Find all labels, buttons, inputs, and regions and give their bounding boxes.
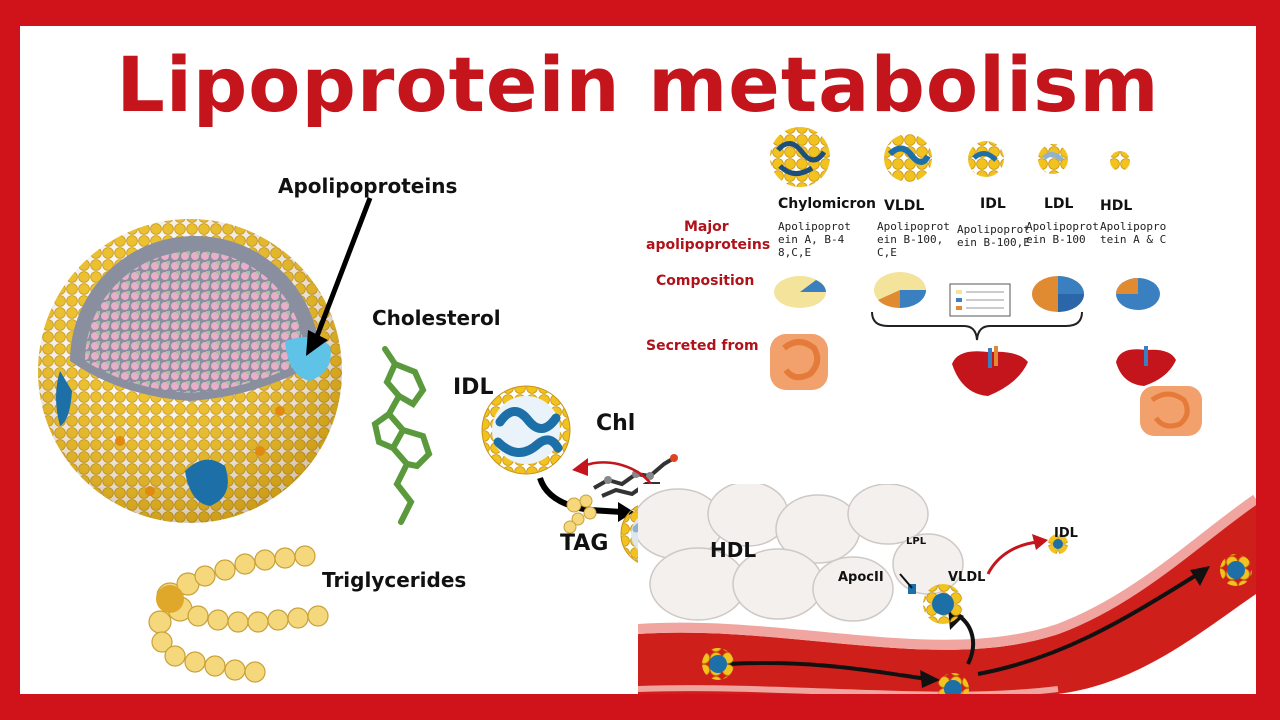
liver-icon <box>952 346 1028 396</box>
lpl-label: LPL <box>906 536 927 547</box>
composition-pie-charts <box>774 272 1160 317</box>
lipoprotein-size-comparison-icons <box>770 127 1130 187</box>
secreted-from-label: Secreted from <box>646 338 759 354</box>
class-vldl-label: VLDL <box>884 198 925 214</box>
liver-and-intestine-icon <box>1116 346 1202 436</box>
triglycerides-label: Triglycerides <box>322 568 467 592</box>
class-chylomicron-label: Chylomicron <box>778 196 876 212</box>
apolipoprotein-pointer-arrow <box>306 197 373 356</box>
triglyceride-molecule-icon <box>148 545 329 683</box>
tag-label: TAG <box>560 531 609 556</box>
idl-product-label: IDL <box>1054 526 1078 541</box>
hdl-label: HDL <box>710 538 757 562</box>
chylomicron-apolipoproteins: Apolipoprotein A, B-48,C,E <box>778 220 851 259</box>
page-title: Lipoprotein metabolism <box>116 40 1160 129</box>
blood-vessel-illustration <box>638 484 1256 694</box>
composition-label: Composition <box>656 273 755 289</box>
intestine-icon <box>770 334 828 390</box>
ldl-apolipoproteins: Apolipoprotein B-100 <box>1026 220 1099 246</box>
idl-particle-icon <box>481 385 571 475</box>
apolipoproteins-label: Apolipoproteins <box>278 174 458 198</box>
hdl-apolipoproteins: Apolipoprotein A & C <box>1100 220 1167 246</box>
major-apolipoproteins-label-line1: Major <box>684 219 729 235</box>
cholesterol-transfer-molecule-icon <box>593 454 678 498</box>
vldl-apolipoproteins: Apolipoprotein B-100,C,E <box>877 220 950 259</box>
chl-label: Chl <box>596 411 636 436</box>
tag-molecule-icon <box>563 494 597 534</box>
class-idl-label: IDL <box>980 196 1006 212</box>
cholesterol-molecule-icon <box>371 346 433 525</box>
class-hdl-label: HDL <box>1100 198 1133 214</box>
vldl-idl-ldl-grouping-brace <box>871 311 1083 341</box>
idl-apolipoproteins: Apolipoprotein B-100,E <box>957 223 1030 249</box>
vldl-label: VLDL <box>948 570 986 585</box>
content-panel: Lipoprotein metabolism Apolipoprote <box>20 26 1256 694</box>
lipoprotein-particle-illustration <box>38 219 342 523</box>
class-ldl-label: LDL <box>1044 196 1074 212</box>
apocii-label: ApocII <box>838 570 884 585</box>
idl-label: IDL <box>453 375 494 400</box>
major-apolipoproteins-label-line2: apolipoproteins <box>646 237 771 253</box>
cholesterol-label: Cholesterol <box>372 306 501 330</box>
